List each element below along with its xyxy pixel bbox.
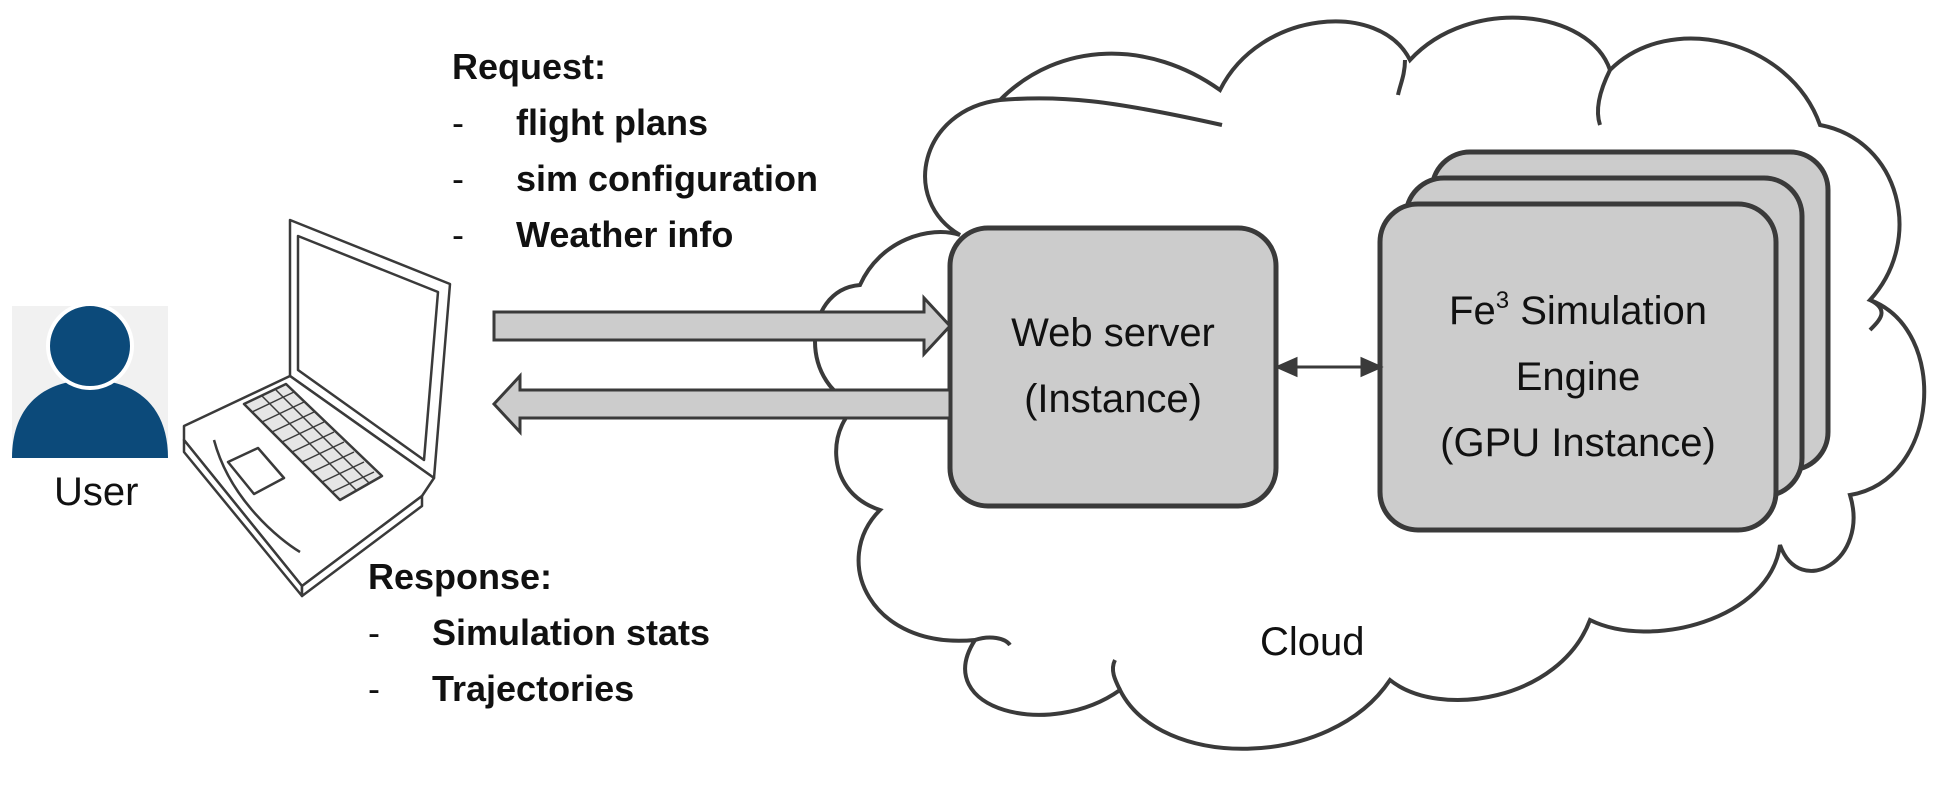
request-list-item: - Weather info	[452, 214, 734, 255]
engine-line2: Engine	[1515, 355, 1641, 399]
response-title: Response:	[368, 556, 553, 597]
engine-stack	[1377, 149, 1831, 533]
engine-line1: Fe3 Simulation	[1449, 287, 1707, 333]
response-list-item: - Simulation stats	[368, 612, 711, 653]
request-arrow	[492, 294, 953, 358]
request-item-weather-info: Weather info	[516, 214, 734, 255]
user-label: User	[54, 470, 139, 514]
bidirectional-arrow	[1274, 356, 1384, 378]
cloud-label: Cloud	[1260, 620, 1365, 664]
response-list-item: - Trajectories	[368, 668, 635, 709]
request-list-item: - sim configuration	[452, 158, 819, 199]
request-title: Request:	[452, 46, 607, 87]
web-server-line1: Web server	[1011, 311, 1215, 355]
request-list-item: - flight plans	[452, 102, 708, 143]
request-item-sim-configuration: sim configuration	[516, 158, 819, 199]
response-item-trajectories: Trajectories	[432, 668, 635, 709]
engine-line3: (GPU Instance)	[1440, 421, 1716, 465]
engine-label: Fe3 Simulation Engine (GPU Instance)	[1380, 268, 1776, 476]
cloud-detail-lines	[974, 59, 1884, 691]
web-server-label: Web server (Instance)	[950, 300, 1276, 432]
laptop-icon	[182, 218, 452, 598]
user-icon	[12, 302, 168, 458]
response-arrow	[491, 372, 952, 436]
response-item-simulation-stats: Simulation stats	[432, 612, 711, 653]
request-item-flight-plans: flight plans	[516, 102, 708, 143]
web-server-line2: (Instance)	[1024, 377, 1202, 421]
